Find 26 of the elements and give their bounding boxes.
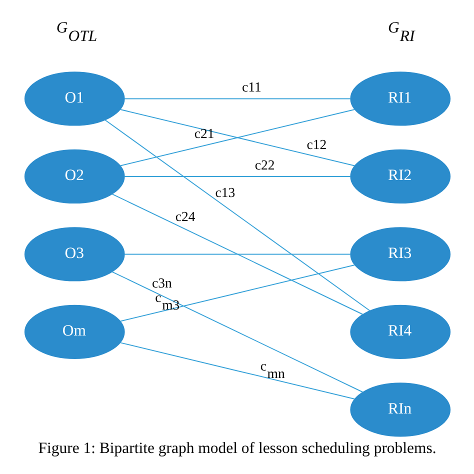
connector: [119, 342, 355, 400]
connector: [111, 194, 363, 315]
node-ellipse: Om: [24, 304, 124, 360]
node-ellipse: O2: [24, 149, 124, 204]
node-ellipse: O3: [24, 227, 124, 282]
edge-label: c12: [306, 137, 326, 152]
edge-label: c24: [174, 208, 195, 224]
node-ellipse: RI1: [350, 72, 450, 126]
edge-label: c22: [254, 157, 274, 172]
node-ellipse: RIn: [350, 382, 450, 437]
edge-label: c13: [214, 184, 235, 200]
node-ellipse: RI4: [350, 304, 450, 360]
connector: [119, 108, 355, 166]
connector: [111, 271, 363, 393]
connector: [119, 264, 355, 322]
connector: [123, 98, 350, 100]
edge-label: c21: [194, 126, 214, 142]
node-ellipse: O1: [24, 72, 124, 126]
edge-label: c11: [242, 80, 261, 95]
connector: [123, 254, 350, 255]
caption: Figure 1: Bipartite graph model of lesson scheduling problems.: [38, 440, 436, 457]
connector: [104, 119, 370, 312]
node-ellipse: RI3: [350, 227, 450, 282]
node-ellipse: RI2: [350, 149, 450, 204]
connector: [123, 176, 350, 177]
edge-label: c3n: [151, 276, 172, 291]
